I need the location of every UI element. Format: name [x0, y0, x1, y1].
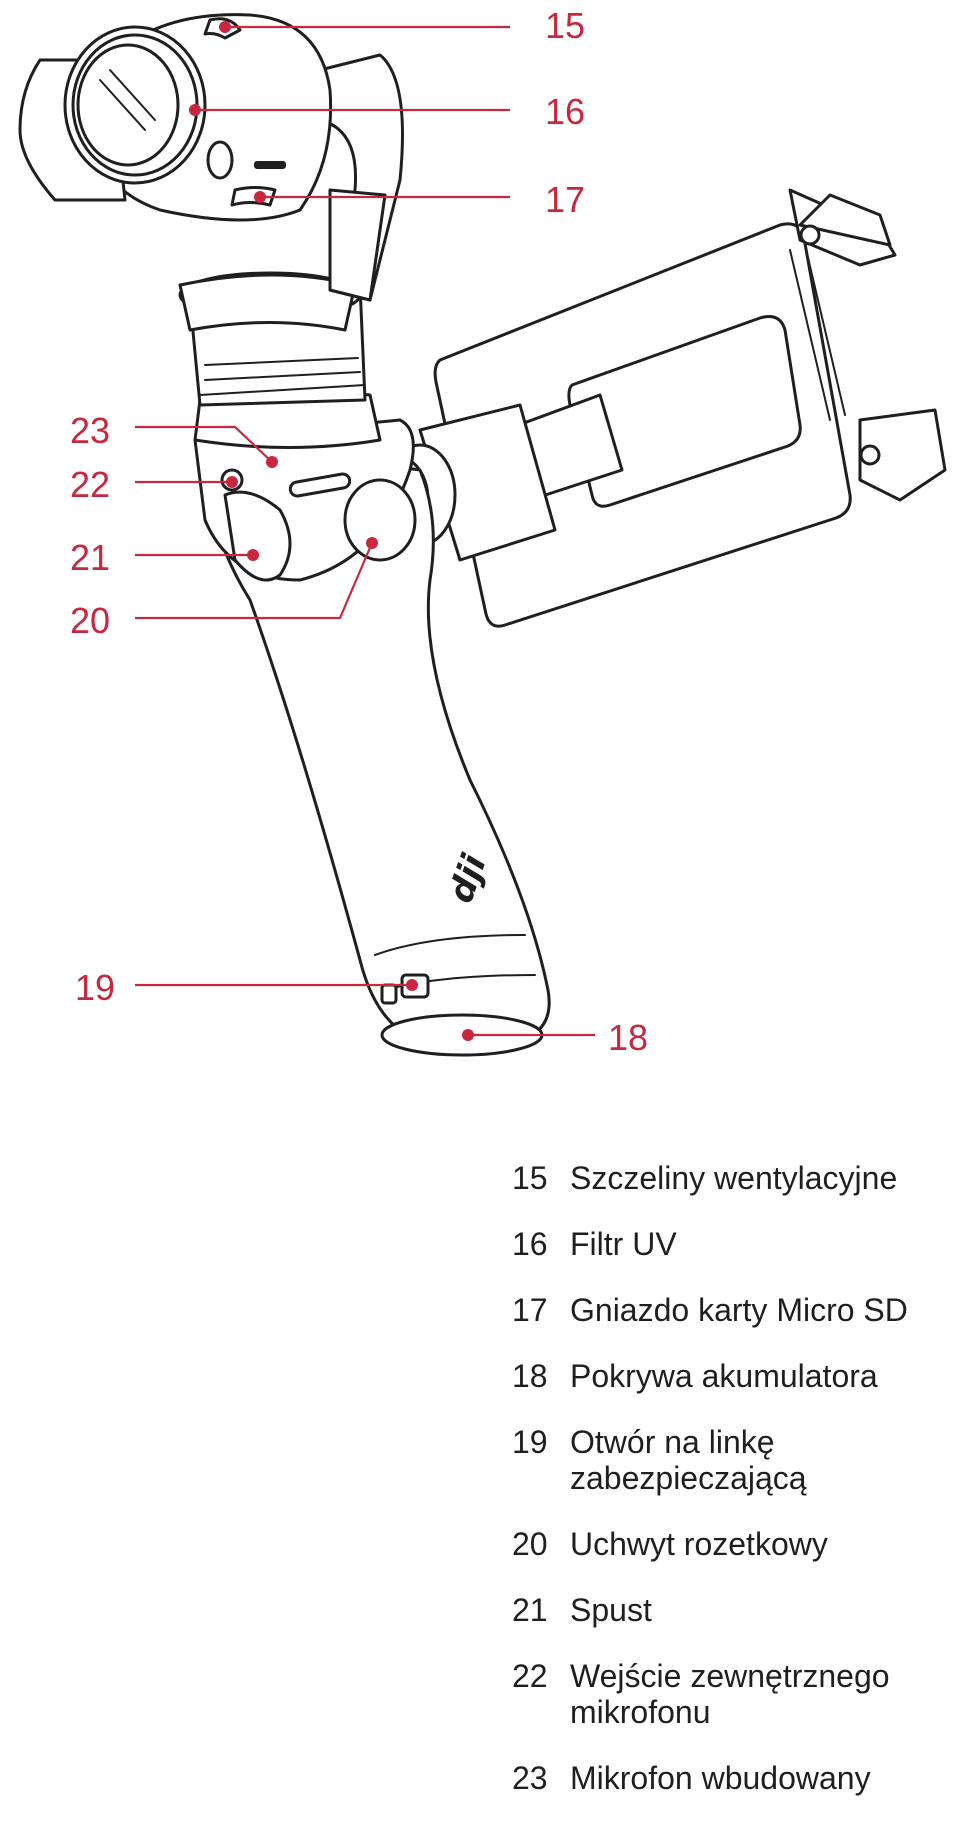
- leader-15-dot: [219, 21, 231, 33]
- legend-label: Wejście zewnętrznego mikrofonu: [570, 1658, 890, 1730]
- legend-label: Spust: [570, 1592, 652, 1628]
- leader-19-dot: [406, 979, 418, 991]
- leader-21-dot: [247, 549, 259, 561]
- legend-label: Pokrywa akumulatora: [570, 1358, 878, 1394]
- legend-item: 19 Otwór na linkę zabezpieczającą: [512, 1424, 952, 1496]
- callout-17: 17: [545, 179, 585, 220]
- leader-18-dot: [462, 1029, 474, 1041]
- legend-item: 16 Filtr UV: [512, 1226, 952, 1262]
- legend-number: 20: [512, 1526, 548, 1562]
- callout-21: 21: [70, 537, 110, 578]
- legend-item: 23 Mikrofon wbudowany: [512, 1760, 952, 1796]
- legend-number: 23: [512, 1760, 548, 1796]
- legend-label: Filtr UV: [570, 1226, 677, 1262]
- legend-item: 17 Gniazdo karty Micro SD: [512, 1292, 952, 1328]
- gimbal-arm-illustration: [318, 53, 404, 302]
- parts-legend: 15 Szczeliny wentylacyjne 16 Filtr UV 17 Gn…: [512, 1160, 952, 1826]
- camera-head-illustration: [18, 13, 333, 222]
- legend-number: 16: [512, 1226, 548, 1262]
- leader-lines: [135, 21, 595, 1041]
- callout-18: 18: [608, 1017, 648, 1058]
- legend-item: 22 Wejście zewnętrznego mikrofonu: [512, 1658, 952, 1730]
- legend-item: 20 Uchwyt rozetkowy: [512, 1526, 952, 1562]
- handheld-gimbal-diagram: dji: [18, 5, 947, 1058]
- leader-16-dot: [189, 104, 201, 116]
- legend-label: Szczeliny wentylacyjne: [570, 1160, 898, 1196]
- legend-item: 15 Szczeliny wentylacyjne: [512, 1160, 952, 1196]
- callout-22: 22: [70, 464, 110, 505]
- leader-23-dot: [266, 456, 278, 468]
- legend-number: 17: [512, 1292, 548, 1328]
- callout-19: 19: [75, 967, 115, 1008]
- legend-label: Uchwyt rozetkowy: [570, 1526, 828, 1562]
- callout-20: 20: [70, 600, 110, 641]
- callout-23: 23: [70, 410, 110, 451]
- leader-17-dot: [254, 191, 266, 203]
- leader-22-dot: [226, 476, 238, 488]
- leader-20-dot: [366, 537, 378, 549]
- callout-16: 16: [545, 91, 585, 132]
- callout-numbers: 15 16 17 23 22 21 20 19 18: [70, 5, 648, 1058]
- control-block-illustration: [193, 418, 417, 582]
- legend-item: 18 Pokrywa akumulatora: [512, 1358, 952, 1394]
- leader-23: [135, 425, 273, 463]
- legend-number: 15: [512, 1160, 548, 1196]
- callout-15: 15: [545, 5, 585, 46]
- gimbal-neck-illustration: [178, 271, 382, 449]
- legend-label: Mikrofon wbudowany: [570, 1760, 871, 1796]
- legend-number: 21: [512, 1592, 548, 1628]
- legend-label: Gniazdo karty Micro SD: [570, 1292, 908, 1328]
- legend-number: 22: [512, 1658, 548, 1694]
- leader-20: [135, 542, 374, 620]
- legend-item: 21 Spust: [512, 1592, 952, 1628]
- legend-label: Otwór na linkę zabezpieczającą: [570, 1424, 807, 1496]
- legend-number: 19: [512, 1424, 548, 1460]
- legend-number: 18: [512, 1358, 548, 1394]
